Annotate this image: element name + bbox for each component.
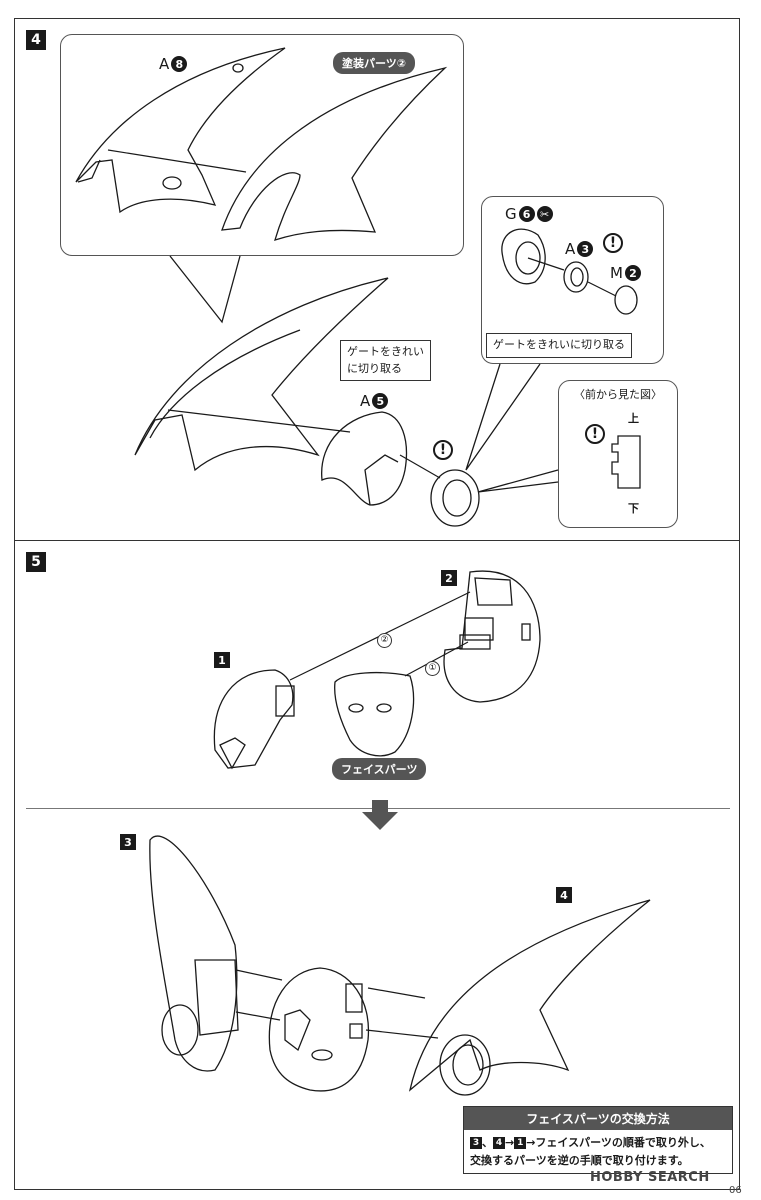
front-view-top-label: 上	[628, 412, 639, 425]
part-label-a3: A 3	[565, 240, 594, 258]
step5-badge: 5	[26, 552, 46, 572]
exchange-line-1: 3、4→1→フェイスパーツの順番で取り外し、	[470, 1134, 726, 1152]
exchange-box-title: フェイスパーツの交換方法	[464, 1107, 732, 1130]
part-label-a8: A 8	[159, 55, 188, 73]
face-parts-exchange-box: フェイスパーツの交換方法 3、4→1→フェイスパーツの順番で取り外し、 交換する…	[463, 1106, 733, 1175]
part-label-a5: A 5	[360, 392, 389, 410]
part-number-4: 4	[556, 887, 572, 903]
part-number-2: 2	[441, 570, 457, 586]
gate-cut-note: ゲートをきれいに切り取る	[486, 333, 632, 358]
part-label-g6: G 6 ✂	[505, 205, 553, 223]
order-mark-1: ①	[425, 655, 440, 676]
cut-tool-icon: ✂	[536, 206, 553, 222]
watermark: HOBBY SEARCH	[590, 1170, 710, 1185]
part-number-1: 1	[214, 652, 230, 668]
exchange-box-body: 3、4→1→フェイスパーツの順番で取り外し、 交換するパーツを逆の手順で取り付け…	[464, 1130, 732, 1173]
part-number-3: 3	[120, 834, 136, 850]
page-frame	[14, 18, 740, 1190]
caution-icon: !	[433, 440, 453, 460]
caution-icon: !	[585, 424, 605, 444]
front-view-title: 〈前から見た図〉	[574, 388, 662, 401]
caution-icon: !	[603, 233, 623, 253]
page-number: 06	[729, 1185, 742, 1196]
order-mark-2: ②	[377, 627, 392, 648]
exchange-line-2: 交換するパーツを逆の手順で取り付けます。	[470, 1153, 689, 1167]
face-parts-pill: フェイスパーツ	[332, 758, 427, 780]
step4-badge: 4	[26, 30, 46, 50]
section-divider	[14, 540, 740, 541]
front-view-bottom-label: 下	[628, 502, 639, 515]
part-label-m2: M 2	[610, 264, 641, 282]
gate-cut-note: ゲートをきれい に切り取る	[340, 340, 431, 381]
paint-parts-pill: 塗装パーツ②	[333, 52, 416, 74]
